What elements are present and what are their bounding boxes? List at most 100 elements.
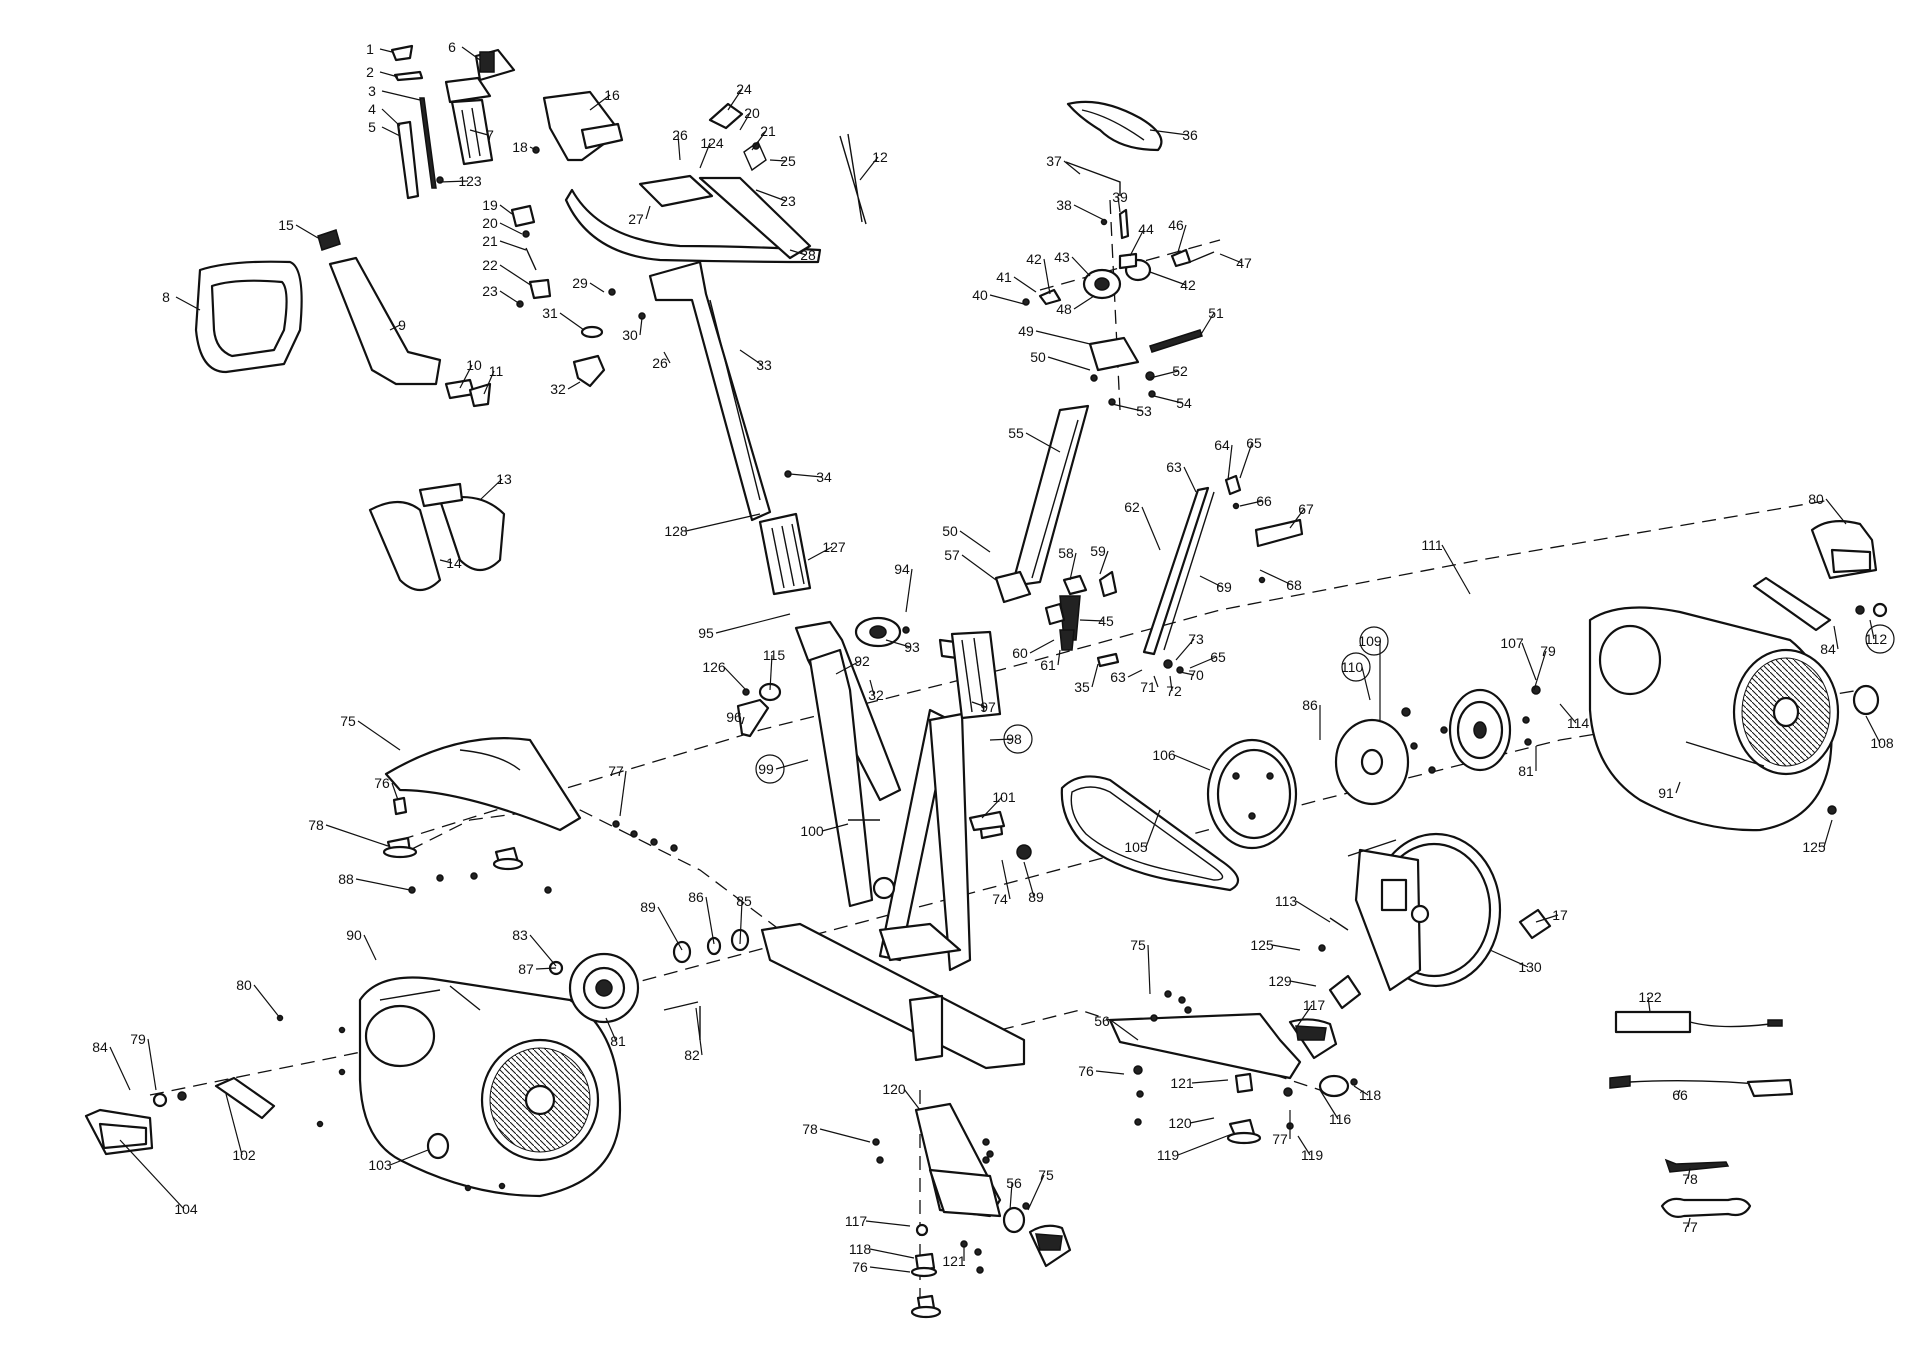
lower-stabilizer <box>872 1102 1072 1319</box>
leader-line <box>775 759 809 770</box>
leader-line <box>1319 1089 1339 1120</box>
part-number-label: 118 <box>849 1241 872 1257</box>
leader-line <box>379 48 393 53</box>
leader-line <box>705 896 715 945</box>
part-number-label: 34 <box>816 469 832 485</box>
part-number-label: 40 <box>972 287 988 303</box>
leader-line <box>1353 1085 1369 1096</box>
part-number-label: 67 <box>1298 501 1314 517</box>
part-number-label: 8 <box>162 289 170 305</box>
callout-circle <box>1865 624 1895 654</box>
leader-line <box>869 679 875 696</box>
leader-line <box>1825 498 1847 525</box>
leader-line <box>1141 506 1161 551</box>
leader-line <box>529 146 537 151</box>
leader-line <box>639 317 643 336</box>
leader-line <box>1559 703 1577 724</box>
leader-line <box>769 654 773 691</box>
leader-line <box>1029 639 1055 654</box>
part-number-label: 102 <box>232 1147 256 1163</box>
leader-line <box>727 88 743 111</box>
part-number-label: 79 <box>1540 643 1556 659</box>
part-number-label: 78 <box>802 1121 818 1137</box>
accessories <box>1609 1010 1794 1218</box>
part-number-label: 54 <box>1176 395 1192 411</box>
part-number-label: 51 <box>1208 305 1224 321</box>
part-number-label: 66 <box>1672 1087 1688 1103</box>
leader-line <box>1035 330 1091 345</box>
part-number-label: 29 <box>572 275 588 291</box>
front-console-parts <box>736 616 1006 832</box>
leader-line <box>1687 1217 1691 1228</box>
part-number-label: 78 <box>308 817 324 833</box>
part-number-label: 99 <box>758 761 774 777</box>
handlebar-frame-parts <box>194 204 552 408</box>
leader-line <box>1153 395 1183 404</box>
leader-line <box>1521 642 1537 681</box>
part-number-label: 91 <box>1658 785 1674 801</box>
part-number-label: 79 <box>130 1031 146 1047</box>
leader-line <box>739 900 743 945</box>
part-number-label: 124 <box>700 135 724 151</box>
part-number-label: 123 <box>458 173 482 189</box>
part-number-label: 23 <box>780 193 796 209</box>
leader-line <box>1147 944 1151 995</box>
saddle-assembly <box>1022 100 1215 406</box>
part-number-label: 84 <box>92 1039 108 1055</box>
leader-line <box>821 823 849 832</box>
leader-line <box>1189 656 1217 669</box>
leader-line <box>1027 1174 1045 1211</box>
leader-line <box>1361 666 1371 701</box>
part-number-label: 117 <box>845 1213 868 1229</box>
part-number-label: 12 <box>872 149 888 165</box>
leader-line <box>989 738 1013 741</box>
part-number-label: 20 <box>482 215 498 231</box>
part-number-label: 43 <box>1054 249 1070 265</box>
leader-line <box>1675 781 1681 794</box>
leader-line <box>1117 196 1121 213</box>
part-number-label: 49 <box>1018 323 1034 339</box>
leader-line <box>1079 619 1105 622</box>
leader-line <box>961 554 997 581</box>
leader-line <box>981 796 1003 819</box>
part-number-label: 19 <box>482 197 498 213</box>
part-number-label: 125 <box>1250 937 1274 953</box>
leader-line <box>1145 809 1161 848</box>
leader-line <box>1071 256 1091 277</box>
leader-line <box>1127 669 1143 678</box>
part-number-label: 56 <box>1094 1013 1110 1029</box>
part-number-label: 104 <box>174 1201 198 1217</box>
part-number-label: 65 <box>1210 649 1226 665</box>
leader-line <box>325 824 389 847</box>
leader-line <box>559 312 585 331</box>
part-number-label: 42 <box>1026 251 1042 267</box>
part-number-label: 35 <box>1074 679 1090 695</box>
part-number-label: 75 <box>1038 1167 1054 1183</box>
seat-post-rail <box>1096 474 1304 674</box>
leader-line <box>1025 432 1061 453</box>
part-number-label: 52 <box>1172 363 1188 379</box>
leader-line <box>723 666 747 691</box>
part-number-label: 130 <box>1518 959 1542 975</box>
part-number-label: 33 <box>756 357 772 373</box>
armrest-pads <box>368 482 506 592</box>
callout-circle <box>1003 724 1033 754</box>
leader-line <box>1489 949 1529 968</box>
part-number-label: 63 <box>1110 669 1126 685</box>
leader-line <box>1259 569 1293 586</box>
leader-line <box>1289 980 1317 987</box>
part-number-label: 57 <box>944 547 960 563</box>
leader-line <box>499 204 513 215</box>
leader-line <box>1271 944 1301 951</box>
leader-line <box>739 349 763 366</box>
leader-line <box>1149 129 1189 136</box>
leader-line <box>1095 1070 1125 1075</box>
part-number-label: 62 <box>1124 499 1140 515</box>
leader-line <box>695 1007 703 1056</box>
part-number-label: 20 <box>744 105 760 121</box>
part-number-label: 47 <box>1236 255 1252 271</box>
right-flywheel-cover <box>1588 606 1840 832</box>
leader-line <box>807 546 833 561</box>
